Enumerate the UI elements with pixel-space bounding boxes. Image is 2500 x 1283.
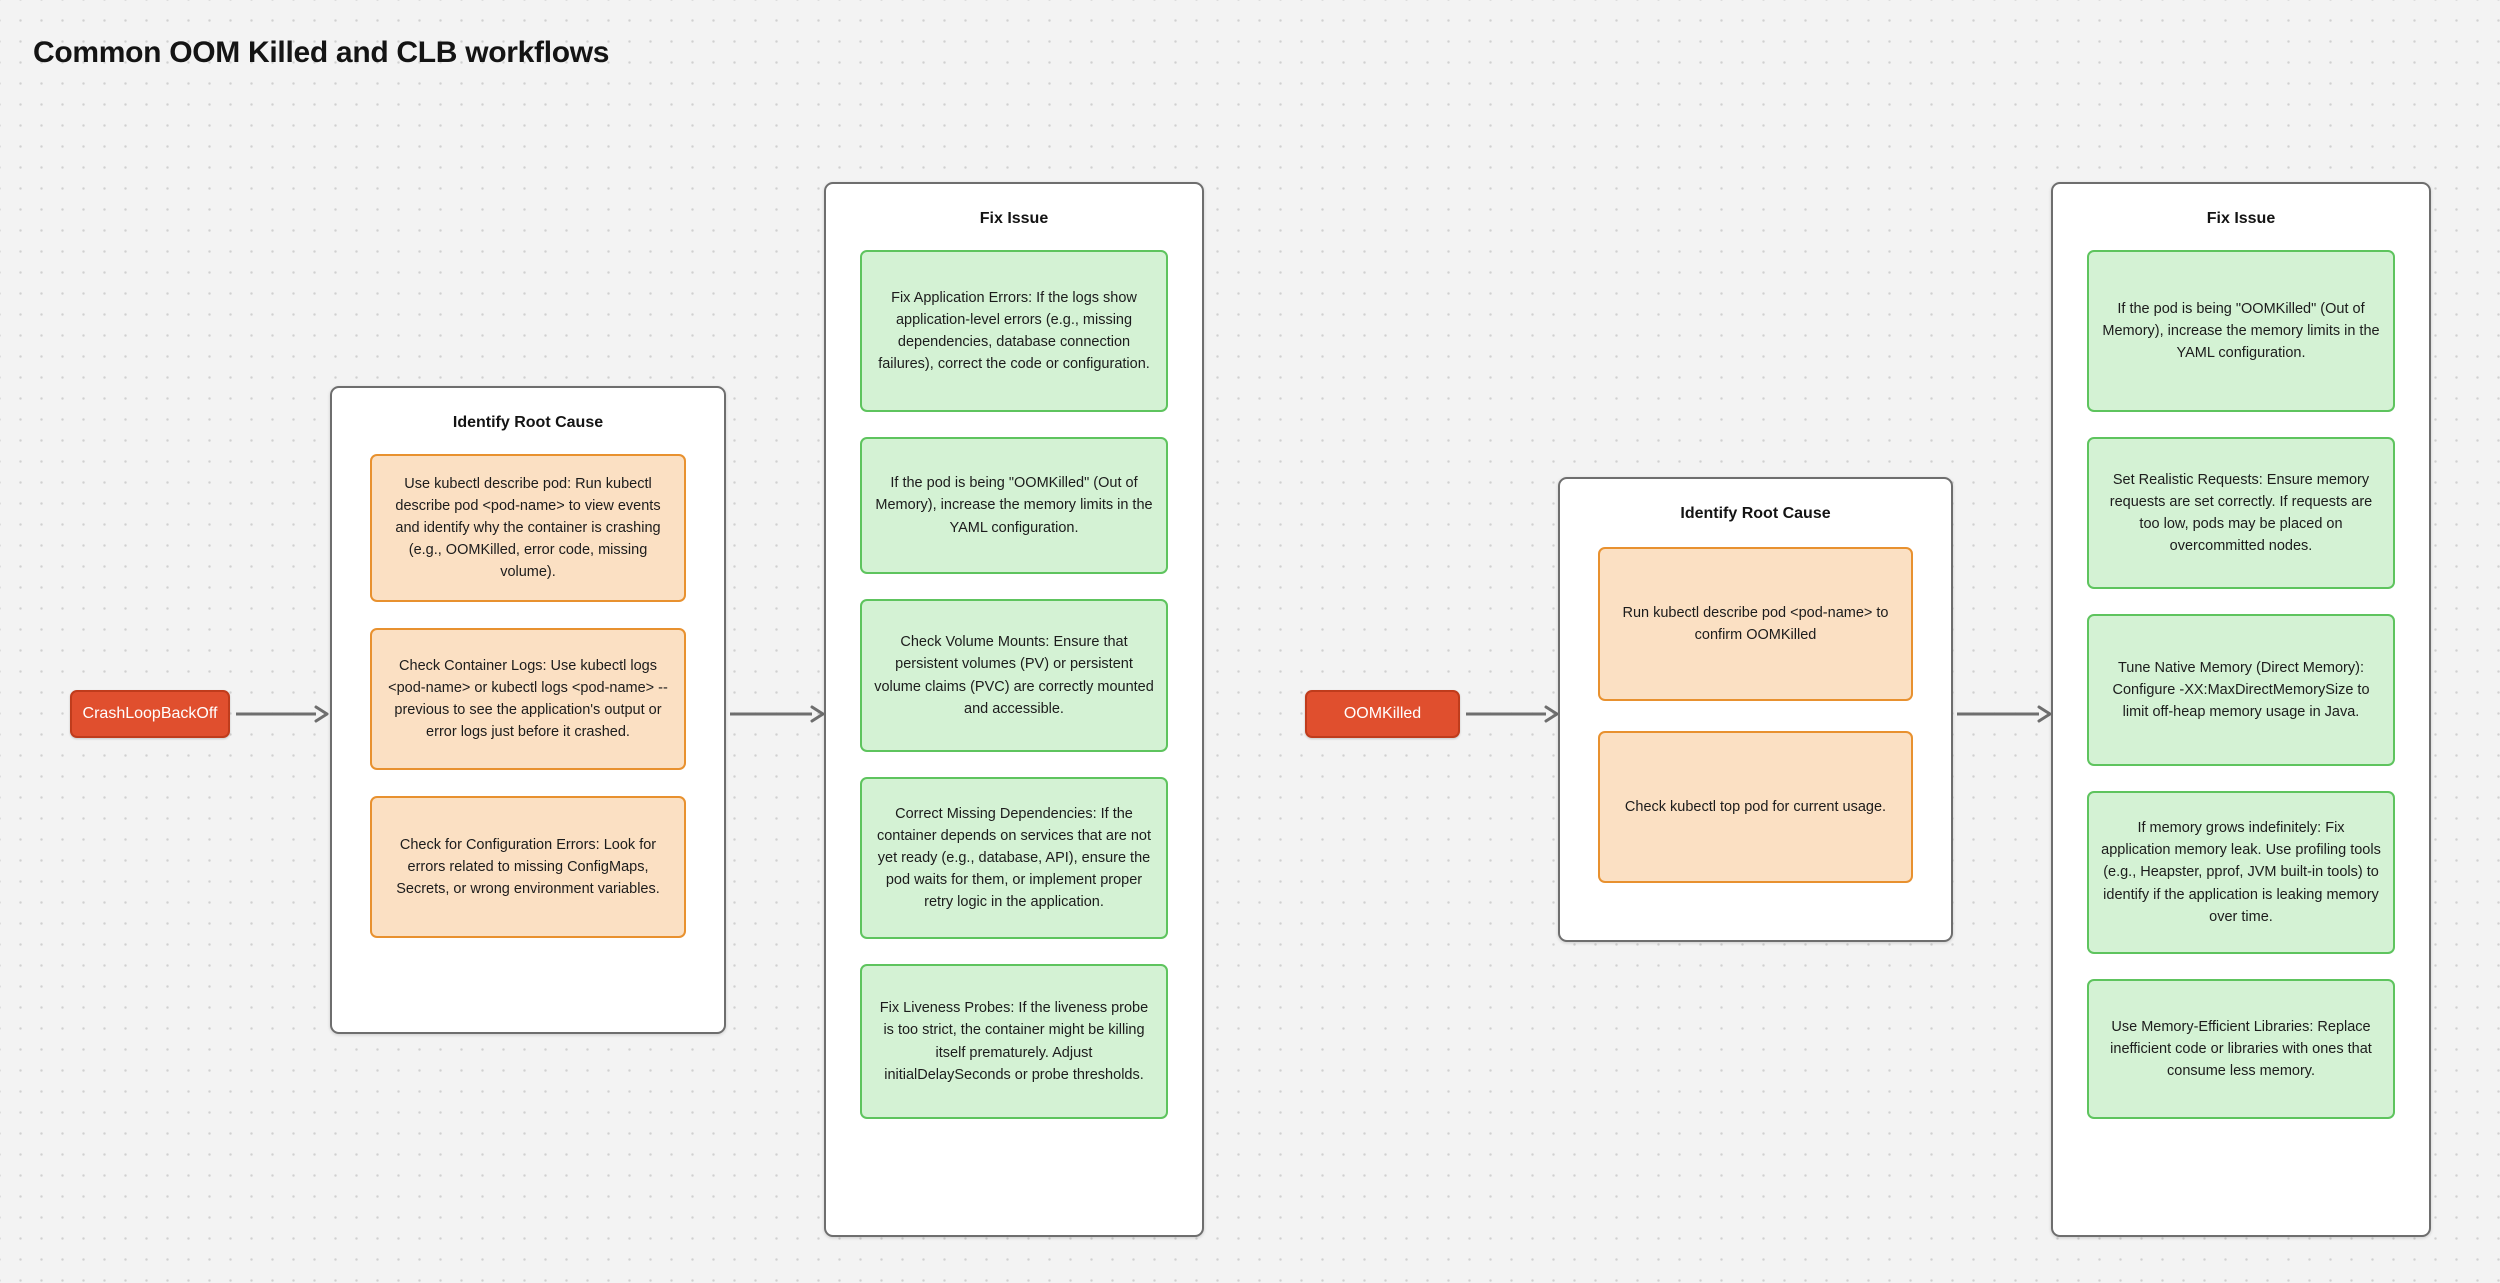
group-fix-issue-clb: Fix Issue Fix Application Errors: If the… [824,182,1204,1237]
group-identify-root-cause-oom: Identify Root Cause Run kubectl describe… [1558,477,1953,942]
card-fix-issue-2[interactable]: If the pod is being "OOMKilled" (Out of … [860,437,1168,574]
card-text: Correct Missing Dependencies: If the con… [876,805,1152,911]
card-text: Set Realistic Requests: Ensure memory re… [2109,471,2373,555]
card-fix-issue-2[interactable]: Set Realistic Requests: Ensure memory re… [2087,437,2395,589]
card-text: Run kubectl describe pod <pod-name> to c… [1622,604,1889,643]
connector-root-cause-to-fix-issue-oom [1957,702,2052,726]
connector-root-cause-to-fix-issue-clb [730,702,825,726]
card-text: Check Volume Mounts: Ensure that persist… [874,634,1154,717]
status-node-label: CrashLoopBackOff [82,705,218,723]
group-body: Run kubectl describe pod <pod-name> to c… [1560,523,1951,940]
group-body: If the pod is being "OOMKilled" (Out of … [2053,228,2429,1235]
card-text: Tune Native Memory (Direct Memory): Conf… [2112,659,2370,721]
card-text: Check for Configuration Errors: Look for… [396,836,660,898]
group-body: Use kubectl describe pod: Run kubectl de… [332,432,724,1032]
card-text: Use kubectl describe pod: Run kubectl de… [395,475,661,581]
card-text: If memory grows indefinitely: Fix applic… [2101,820,2381,925]
card-fix-issue-3[interactable]: Tune Native Memory (Direct Memory): Conf… [2087,614,2395,766]
page-title: Common OOM Killed and CLB workflows [33,36,610,69]
card-fix-issue-4[interactable]: Correct Missing Dependencies: If the con… [860,777,1168,939]
card-text: If the pod is being "OOMKilled" (Out of … [875,475,1153,536]
group-body: Fix Application Errors: If the logs show… [826,228,1202,1235]
card-fix-issue-1[interactable]: If the pod is being "OOMKilled" (Out of … [2087,250,2395,412]
card-fix-issue-5[interactable]: Use Memory-Efficient Libraries: Replace … [2087,979,2395,1119]
status-node-label: OOMKilled [1343,705,1422,723]
card-text: Fix Application Errors: If the logs show… [878,289,1150,373]
card-text: Check kubectl top pod for current usage. [1624,798,1887,815]
card-text: Use Memory-Efficient Libraries: Replace … [2110,1018,2372,1080]
card-text: Fix Liveness Probes: If the liveness pro… [879,1000,1149,1083]
group-title: Identify Root Cause [452,414,604,431]
connector-oomkilled-to-root-cause [1466,702,1559,726]
card-fix-issue-4[interactable]: If memory grows indefinitely: Fix applic… [2087,791,2395,954]
card-text: Check Container Logs: Use kubectl logs <… [388,657,668,741]
card-text: If the pod is being "OOMKilled" (Out of … [2102,300,2380,362]
card-fix-issue-1[interactable]: Fix Application Errors: If the logs show… [860,250,1168,412]
card-fix-issue-5[interactable]: Fix Liveness Probes: If the liveness pro… [860,964,1168,1119]
group-title: Fix Issue [979,210,1049,227]
card-root-cause-1[interactable]: Use kubectl describe pod: Run kubectl de… [370,454,686,602]
connector-crashloopbackoff-to-root-cause [236,702,329,726]
card-root-cause-1[interactable]: Run kubectl describe pod <pod-name> to c… [1598,547,1913,701]
status-node-crashloopbackoff[interactable]: CrashLoopBackOff [70,690,230,738]
card-root-cause-2[interactable]: Check kubectl top pod for current usage. [1598,731,1913,883]
card-root-cause-2[interactable]: Check Container Logs: Use kubectl logs <… [370,628,686,770]
group-identify-root-cause-clb: Identify Root Cause Use kubectl describe… [330,386,726,1034]
group-title: Fix Issue [2206,210,2276,227]
group-title: Identify Root Cause [1680,505,1831,522]
status-node-oomkilled[interactable]: OOMKilled [1305,690,1460,738]
card-root-cause-3[interactable]: Check for Configuration Errors: Look for… [370,796,686,938]
group-fix-issue-oom: Fix Issue If the pod is being "OOMKilled… [2051,182,2431,1237]
card-fix-issue-3[interactable]: Check Volume Mounts: Ensure that persist… [860,599,1168,752]
